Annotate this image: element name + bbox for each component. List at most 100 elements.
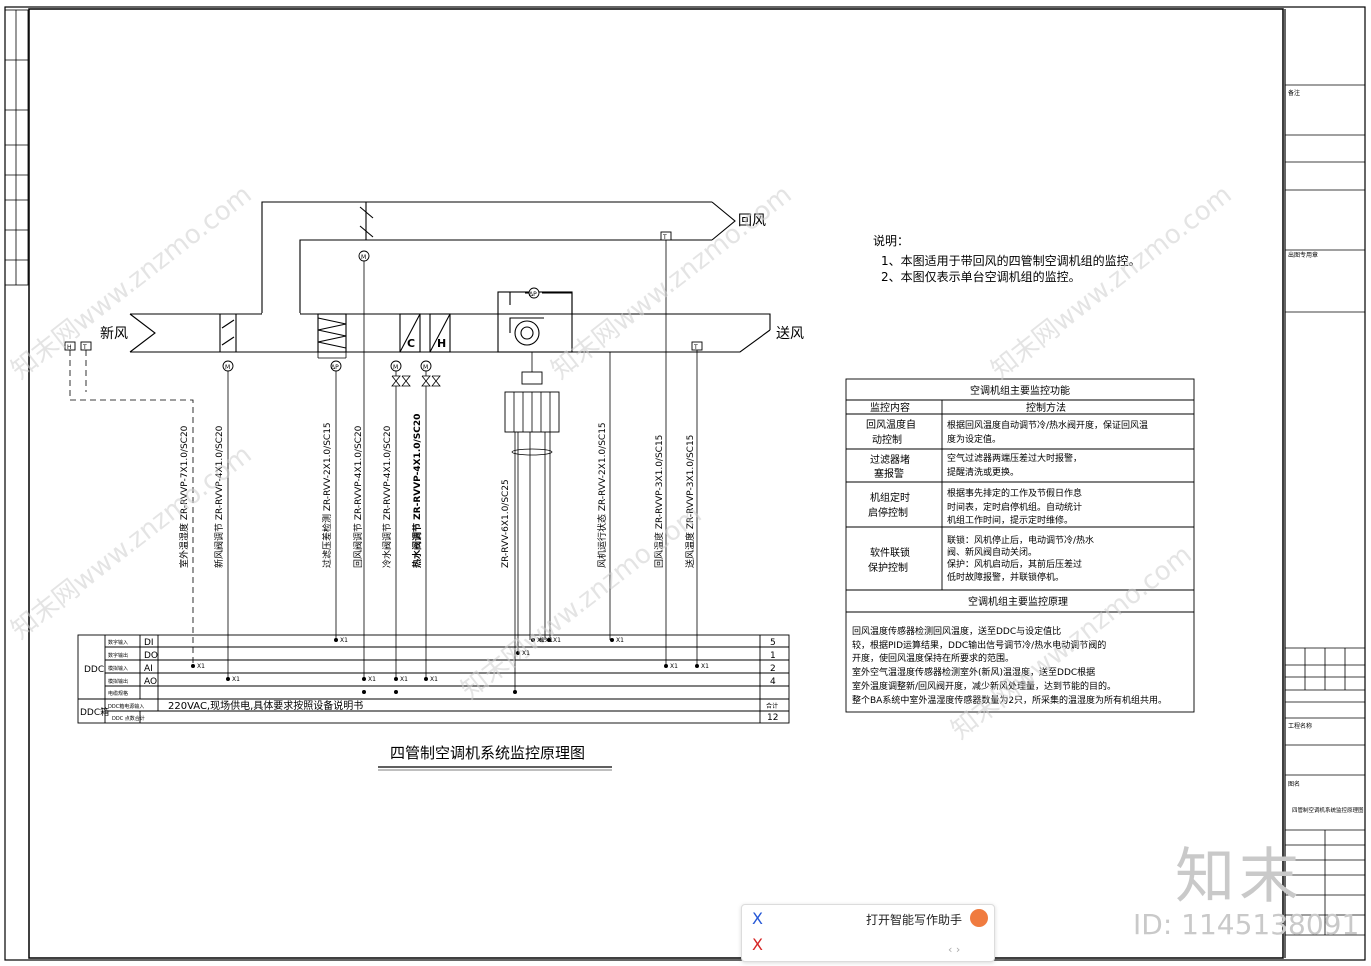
cable-label-7: ZR-RVV-6X1.0/SC25 [501,479,511,568]
ddc-label: DDC [84,665,104,675]
motor-label-1: M [225,364,230,371]
notes-label: 备注 [1288,89,1300,97]
terminal-label: X1 [616,637,624,644]
terminal-label: X1 [545,637,553,644]
cable-label-1: 室外温湿度 ZR-RVVP-7X1.0/SC20 [178,425,190,568]
return-air-label: 回风 [738,213,766,229]
watermark-5: 知末网www.znzmo.com [456,500,708,706]
id-watermark: ID: 1145138091 [1133,908,1360,941]
motor-label-4: M [423,364,428,371]
temp-label-1: T [662,234,667,241]
open-writing-assistant-button[interactable]: 打开智能写作助手 [866,913,963,927]
principle-line-2: 较，根据PID运算结果，DDC输出信号调节冷/热水电动调节阀的 [852,639,1106,651]
ddc-count-ai: 2 [770,664,776,674]
ddc-power-row-name: DDC箱电源输入 [108,703,144,710]
temp-label-3: T [82,344,87,351]
func-method-2-2: 提醒清洗或更换。 [947,466,1019,478]
notes-line-2: 2、本图仅表示单台空调机组的监控。 [881,269,1081,284]
ddc-count-do: 1 [770,651,776,661]
fresh-air-label: 新风 [100,326,128,342]
terminal-label: X1 [670,663,678,670]
watermark-2: 知末网www.znzmo.com [546,180,798,386]
principle-line-1: 回风温度传感器检测回风温度，送至DDC与设定值比 [852,625,1061,637]
func-method-3-3: 机组工作时间，提示定时维修。 [947,514,1073,526]
ddc-row-name-5: 电缆规格 [108,690,128,697]
principle-line-5: 室外温度调整新/回风阀开度，减少新风处理量，达到节能的目的。 [852,680,1116,692]
ddc-row-name-4: 模拟输出 [108,678,128,685]
popup-nav-arrows[interactable]: ‹ › [948,943,961,956]
ddc-row-name-3: 模拟输入 [108,665,128,672]
func-method-3-1: 根据事先排定的工作及节假日作息 [947,487,1082,499]
func-method-1-2: 度为设定值。 [947,433,1001,445]
ddc-terminals [191,638,699,694]
principle-line-3: 开度，使回风温度保持在所要求的范围。 [852,652,1014,664]
ddc-tag-di: DI [144,638,154,648]
terminal-label: X1 [430,676,438,683]
drawing-label: 图名 [1288,780,1300,788]
assistant-icon[interactable] [970,909,988,927]
watermark-1: 知末网www.znzmo.com [6,180,258,386]
brand-watermark: 知末 [1175,842,1303,912]
terminal-label: X1 [537,637,545,644]
principle-line-6: 整个BA系统中室外温湿度传感器数量为2只，所采集的温湿度为所有机组共用。 [852,694,1167,706]
dp-label-1: ΔP [331,364,339,371]
func-method-2-1: 空气过滤器两端压差过大时报警， [947,452,1082,464]
func-item-1b: 动控制 [872,433,902,446]
terminal-label: X1 [701,663,709,670]
cable-label-5: 冷水阀调节 ZR-RVVP-4X1.0/SC20 [381,425,393,568]
motor-label-3: M [393,364,398,371]
dp-label-2: ΔP [529,291,537,298]
principle-text: 回风温度传感器检测回风温度，送至DDC与设定值比 较，根据PID运算结果，DDC… [852,625,1167,706]
func-item-2b: 塞报警 [874,467,904,480]
cable-label-9: 回风温度 ZR-RVVP-3X1.0/SC15 [653,435,665,568]
writing-assistant-popup[interactable]: X X 打开智能写作助手 ‹ › [741,904,995,962]
ddc-tag-ao: AO [144,677,157,687]
func-head-item: 监控内容 [870,401,910,414]
notes-heading: 说明： [873,233,909,248]
title-block [1285,84,1365,936]
func-table-title: 空调机组主要监控功能 [970,384,1070,397]
func-item-1a: 回风温度自 [866,418,916,431]
dp-fan-icon [528,287,540,299]
cable-label-6: 热水阀调节 ZR-RVVP-4X1.0/SC20 [411,414,423,568]
ddc-row-name-1: 数字输入 [108,639,128,646]
terminal-label: X1 [197,663,205,670]
func-method-4-2: 阀、新风阀自动关闭。 [947,546,1037,558]
cable-label-2: 新风阀调节 ZR-RVVP-4X1.0/SC20 [213,425,225,568]
left-binding-strip [4,9,29,286]
duct-system [129,201,771,353]
ddc-tag-do: DO [144,651,158,661]
cursor-x-icon: X [752,909,763,928]
humid-label: H [67,344,72,351]
func-methods: 根据回风温度自动调节冷/热水阀开度，保证回风温 度为设定值。 空气过滤器两端压差… [947,419,1148,583]
supply-air-label: 送风 [776,326,804,342]
func-item-2a: 过滤器堵 [870,453,910,466]
inner-frame [28,8,1284,959]
outer-frame [4,6,1366,961]
terminal-label: X1 [232,676,240,683]
stamp-label: 出图专用章 [1288,251,1318,259]
principle-line-4: 室外空气温湿度传感器检测室外(新风)温湿度，送至DDC根据 [852,666,1095,678]
cable-lines [69,240,698,692]
ddc-total-count: 12 [767,713,778,723]
principle-title: 空调机组主要监控原理 [968,595,1068,608]
cable-labels: 室外温湿度 ZR-RVVP-7X1.0/SC20 新风阀调节 ZR-RVVP-4… [178,414,696,568]
ddc-count-di: 5 [770,638,776,648]
func-item-3a: 机组定时 [870,491,910,504]
close-icon[interactable]: X [752,935,763,954]
terminal-label: X1 [400,676,408,683]
func-method-4-3: 保护：风机启动后，其前后压差过 [947,558,1082,570]
notes-line-1: 1、本图适用于带回风的四管制空调机组的监控。 [881,253,1141,268]
ddc-row-counts: 5 1 2 4 合计 12 [766,638,778,723]
cable-label-10: 送风温度 ZR-RVVP-3X1.0/SC15 [684,435,696,568]
ddc-power-text: 220VAC,现场供电,具体要求按照设备说明书 [168,699,363,712]
project-label: 工程名称 [1288,722,1312,730]
func-method-3-2: 时间表，定时启停机组。自动统计 [947,501,1082,513]
func-items: 回风温度自 动控制 过滤器堵 塞报警 机组定时 启停控制 软件联锁 保护控制 [866,418,916,574]
temp-label-2: T [693,344,698,351]
cable-label-8: 风机运行状态 ZR-RVV-2X1.0/SC15 [596,422,608,568]
terminal-label: X1 [340,637,348,644]
func-method-1-1: 根据回风温度自动调节冷/热水阀开度，保证回风温 [947,419,1148,431]
motor-label-2: M [361,254,366,261]
